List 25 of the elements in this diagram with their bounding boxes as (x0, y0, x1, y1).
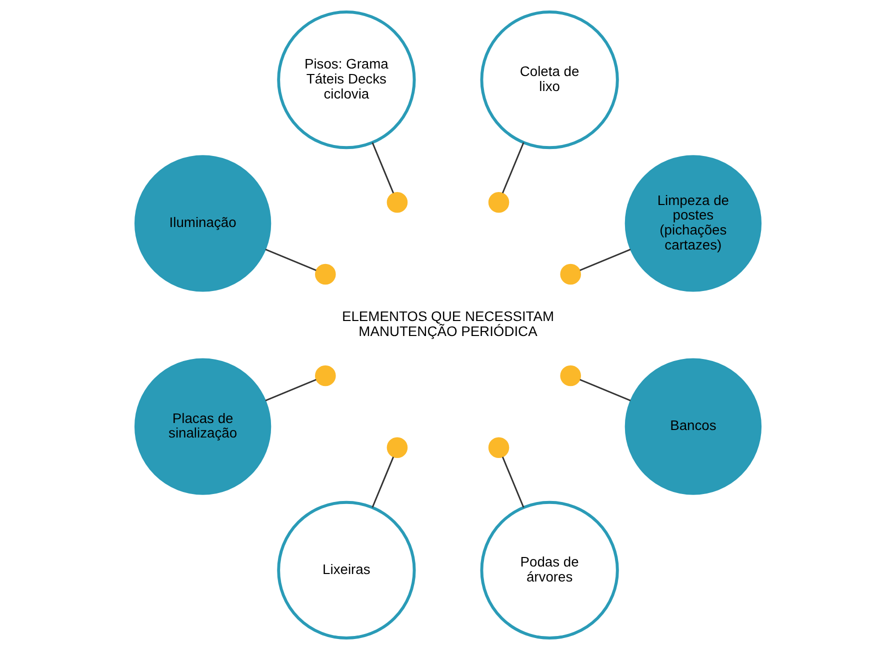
connector (502, 456, 524, 508)
node-circle (315, 365, 336, 386)
connector (372, 142, 394, 194)
node-text: ELEMENTOS QUE NECESSITAM MANUTENÇÃO PERIÓDICA (342, 308, 554, 340)
connector (265, 248, 316, 272)
node-circle (560, 264, 581, 285)
connector (372, 456, 394, 508)
node-circle: Podas de árvores (480, 500, 619, 640)
node-circle (560, 365, 581, 386)
node-circle: Placas de sinalização (134, 358, 272, 495)
node-circle: Pisos: Grama Táteis Decks ciclovia (277, 10, 416, 150)
node-circle: Iluminação (134, 155, 272, 292)
node-circle: Lixeiras (277, 500, 416, 640)
node-circle: Limpeza de postes (pichações cartazes) (624, 155, 762, 292)
connector (580, 378, 631, 402)
connector (265, 378, 316, 402)
node-circle (488, 437, 510, 458)
node-circle (315, 264, 336, 285)
connector (580, 248, 631, 272)
node-circle (386, 192, 408, 213)
node-circle: Bancos (624, 358, 762, 495)
node-circle: Coleta de lixo (480, 10, 619, 150)
node-circle (386, 437, 408, 458)
connector (502, 142, 524, 194)
node-circle (488, 192, 510, 213)
